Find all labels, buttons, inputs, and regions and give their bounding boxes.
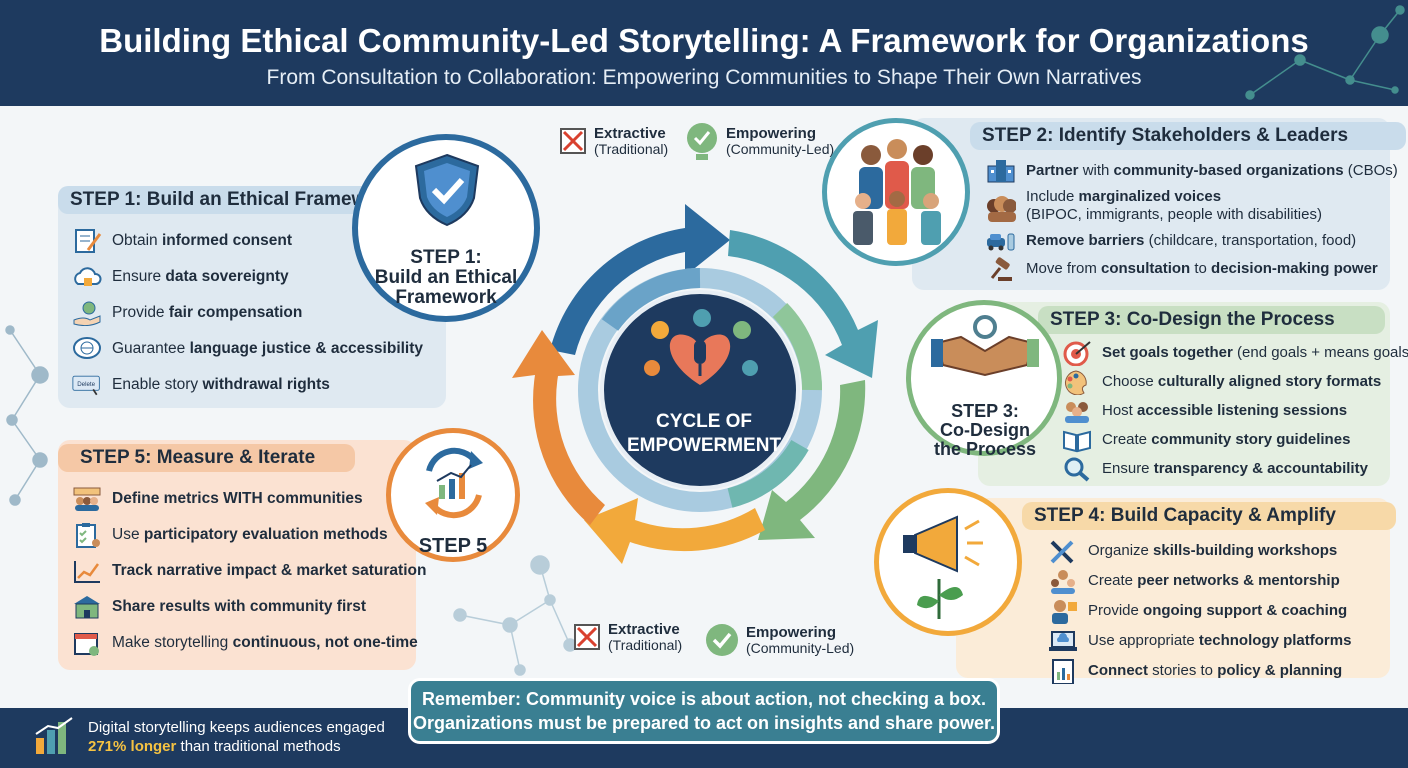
magnifier-icon: [1064, 457, 1090, 482]
trend-icon: [74, 561, 100, 583]
step4-title: STEP 4: Build Capacity & Amplify: [1022, 502, 1396, 530]
people-icon: [1051, 570, 1075, 594]
school-icon: [74, 596, 100, 619]
network-decoration-left: [5, 325, 49, 506]
cloud-lock-icon: [74, 267, 102, 286]
center-disk: [600, 290, 800, 490]
step3-item: Create community story guidelines: [1062, 427, 1350, 453]
step3-badge: [906, 300, 1062, 456]
target-icon: [1063, 341, 1091, 366]
network-decoration: [1245, 5, 1405, 100]
palette-icon: [1065, 370, 1087, 395]
cycle-chart-icon: [425, 447, 483, 519]
x-box-icon: [560, 128, 586, 155]
step5-card: STEP 5: Measure & Iterate: [58, 440, 416, 670]
legend-extractive-bottom: Extractive(Traditional): [572, 622, 682, 652]
step4-item: Organize skills-building workshops: [1048, 538, 1337, 564]
community-heart-mic-icon: [644, 309, 758, 385]
diverse-people-icon: [853, 139, 941, 245]
step5-item: Make storytelling continuous, not one-ti…: [72, 630, 418, 656]
step1-item: Provide fair compensation: [72, 300, 302, 326]
step3-item: Set goals together (end goals + means go…: [1062, 340, 1408, 366]
step1-badge: [352, 134, 540, 322]
step1-item: Obtain informed consent: [72, 228, 292, 254]
arrow-amber: [584, 498, 765, 564]
building-icon: [987, 160, 1015, 183]
step2-badge: [822, 118, 970, 266]
lightbulb-check-icon: [687, 123, 717, 160]
step1-item: Guarantee language justice & accessibili…: [72, 336, 423, 362]
check-circle-icon: [706, 624, 738, 656]
step5-item: Use participatory evaluation methods: [72, 522, 388, 548]
delete-key-icon: Delete: [72, 375, 100, 396]
bar-chart-icon: [35, 717, 73, 754]
svg-text:Delete: Delete: [77, 381, 95, 388]
group-icon: [1065, 402, 1089, 423]
step5-item: Track narrative impact & market saturati…: [72, 558, 426, 584]
cycle-diagram: [512, 204, 878, 564]
shield-check-icon: [414, 153, 480, 227]
laptop-cloud-icon: [1049, 631, 1077, 651]
report-icon: [1052, 659, 1074, 684]
tools-icon: [1050, 540, 1074, 564]
step1-badge-label: STEP 1: Build an Ethical Framework: [374, 247, 518, 308]
remember-callout: Remember: Community voice is about actio…: [408, 678, 1000, 744]
step5-title: STEP 5: Measure & Iterate: [58, 444, 356, 472]
step3-title: STEP 3: Co-Design the Process: [1038, 306, 1385, 334]
step3-badge-label: STEP 3: Co-Design the Process: [933, 401, 1037, 459]
step2-item: Remove barriers (childcare, transportati…: [986, 228, 1356, 254]
arrow-blue: [550, 204, 730, 355]
step1-item: Ensure data sovereignty: [72, 264, 289, 290]
network-decoration-bottom: [453, 555, 577, 676]
page-title: Building Ethical Community-Led Storytell…: [99, 22, 1309, 59]
step2-item: Partner with community-based organizatio…: [986, 158, 1398, 184]
step4-item: Connect stories to policy & planning: [1048, 658, 1342, 684]
stat-callout: Digital storytelling keeps audiences eng…: [34, 716, 414, 760]
ruler-people-icon: [73, 487, 101, 511]
clipboard-icon: [76, 523, 100, 548]
step5-badge-label: STEP 5: [418, 535, 488, 557]
megaphone-plant-icon: [903, 515, 983, 619]
step5-badge: [386, 428, 520, 562]
step3-item: Host accessible listening sessions: [1062, 398, 1347, 424]
step4-item: Use appropriate technology platforms: [1048, 628, 1351, 654]
page-subtitle: From Consultation to Collaboration: Empo…: [266, 66, 1142, 89]
calendar-icon: [74, 633, 99, 656]
x-box-icon: [574, 624, 600, 651]
step4-item: Provide ongoing support & coaching: [1048, 598, 1347, 624]
header-banner: Building Ethical Community-Led Storytell…: [0, 0, 1408, 106]
coach-icon: [1052, 600, 1077, 624]
step5-item: Share results with community first: [72, 594, 366, 620]
step5-item: Define metrics WITH communities: [72, 486, 363, 512]
hand-coin-icon: [73, 301, 101, 326]
car-bottle-icon: [987, 233, 1015, 251]
step3-item: Ensure transparency & accountability: [1062, 456, 1368, 482]
step4-badge: [874, 488, 1022, 636]
faces-icon: [987, 196, 1016, 222]
step1-item: Delete Enable story withdrawal rights: [72, 372, 330, 398]
handshake-icon: [931, 315, 1039, 377]
arrow-orange: [512, 330, 605, 525]
legend-empowering-top: Empowering(Community-Led): [682, 118, 834, 164]
step3-item: Choose culturally aligned story formats: [1062, 369, 1381, 395]
document-pen-icon: [75, 229, 102, 253]
step2-title: STEP 2: Identify Stakeholders & Leaders: [970, 122, 1407, 150]
speech-globe-icon: [73, 337, 101, 359]
legend-empowering-bottom: Empowering(Community-Led): [704, 622, 854, 658]
step2-item: Include marginalized voices(BIPOC, immig…: [986, 188, 1322, 224]
gavel-icon: [990, 257, 1012, 281]
step1-title: STEP 1: Build an Ethical Framework: [58, 186, 408, 214]
arrow-teal: [728, 230, 878, 378]
step4-item: Create peer networks & mentorship: [1048, 568, 1340, 594]
arrow-green: [758, 380, 866, 540]
book-icon: [1063, 430, 1091, 453]
step2-item: Move from consultation to decision-makin…: [986, 256, 1378, 282]
center-title: CYCLE OF EMPOWERMENT: [626, 411, 782, 456]
step4-card: STEP 4: Build Capacity & Amplify: [956, 498, 1396, 678]
legend-extractive-top: Extractive(Traditional): [558, 126, 668, 156]
